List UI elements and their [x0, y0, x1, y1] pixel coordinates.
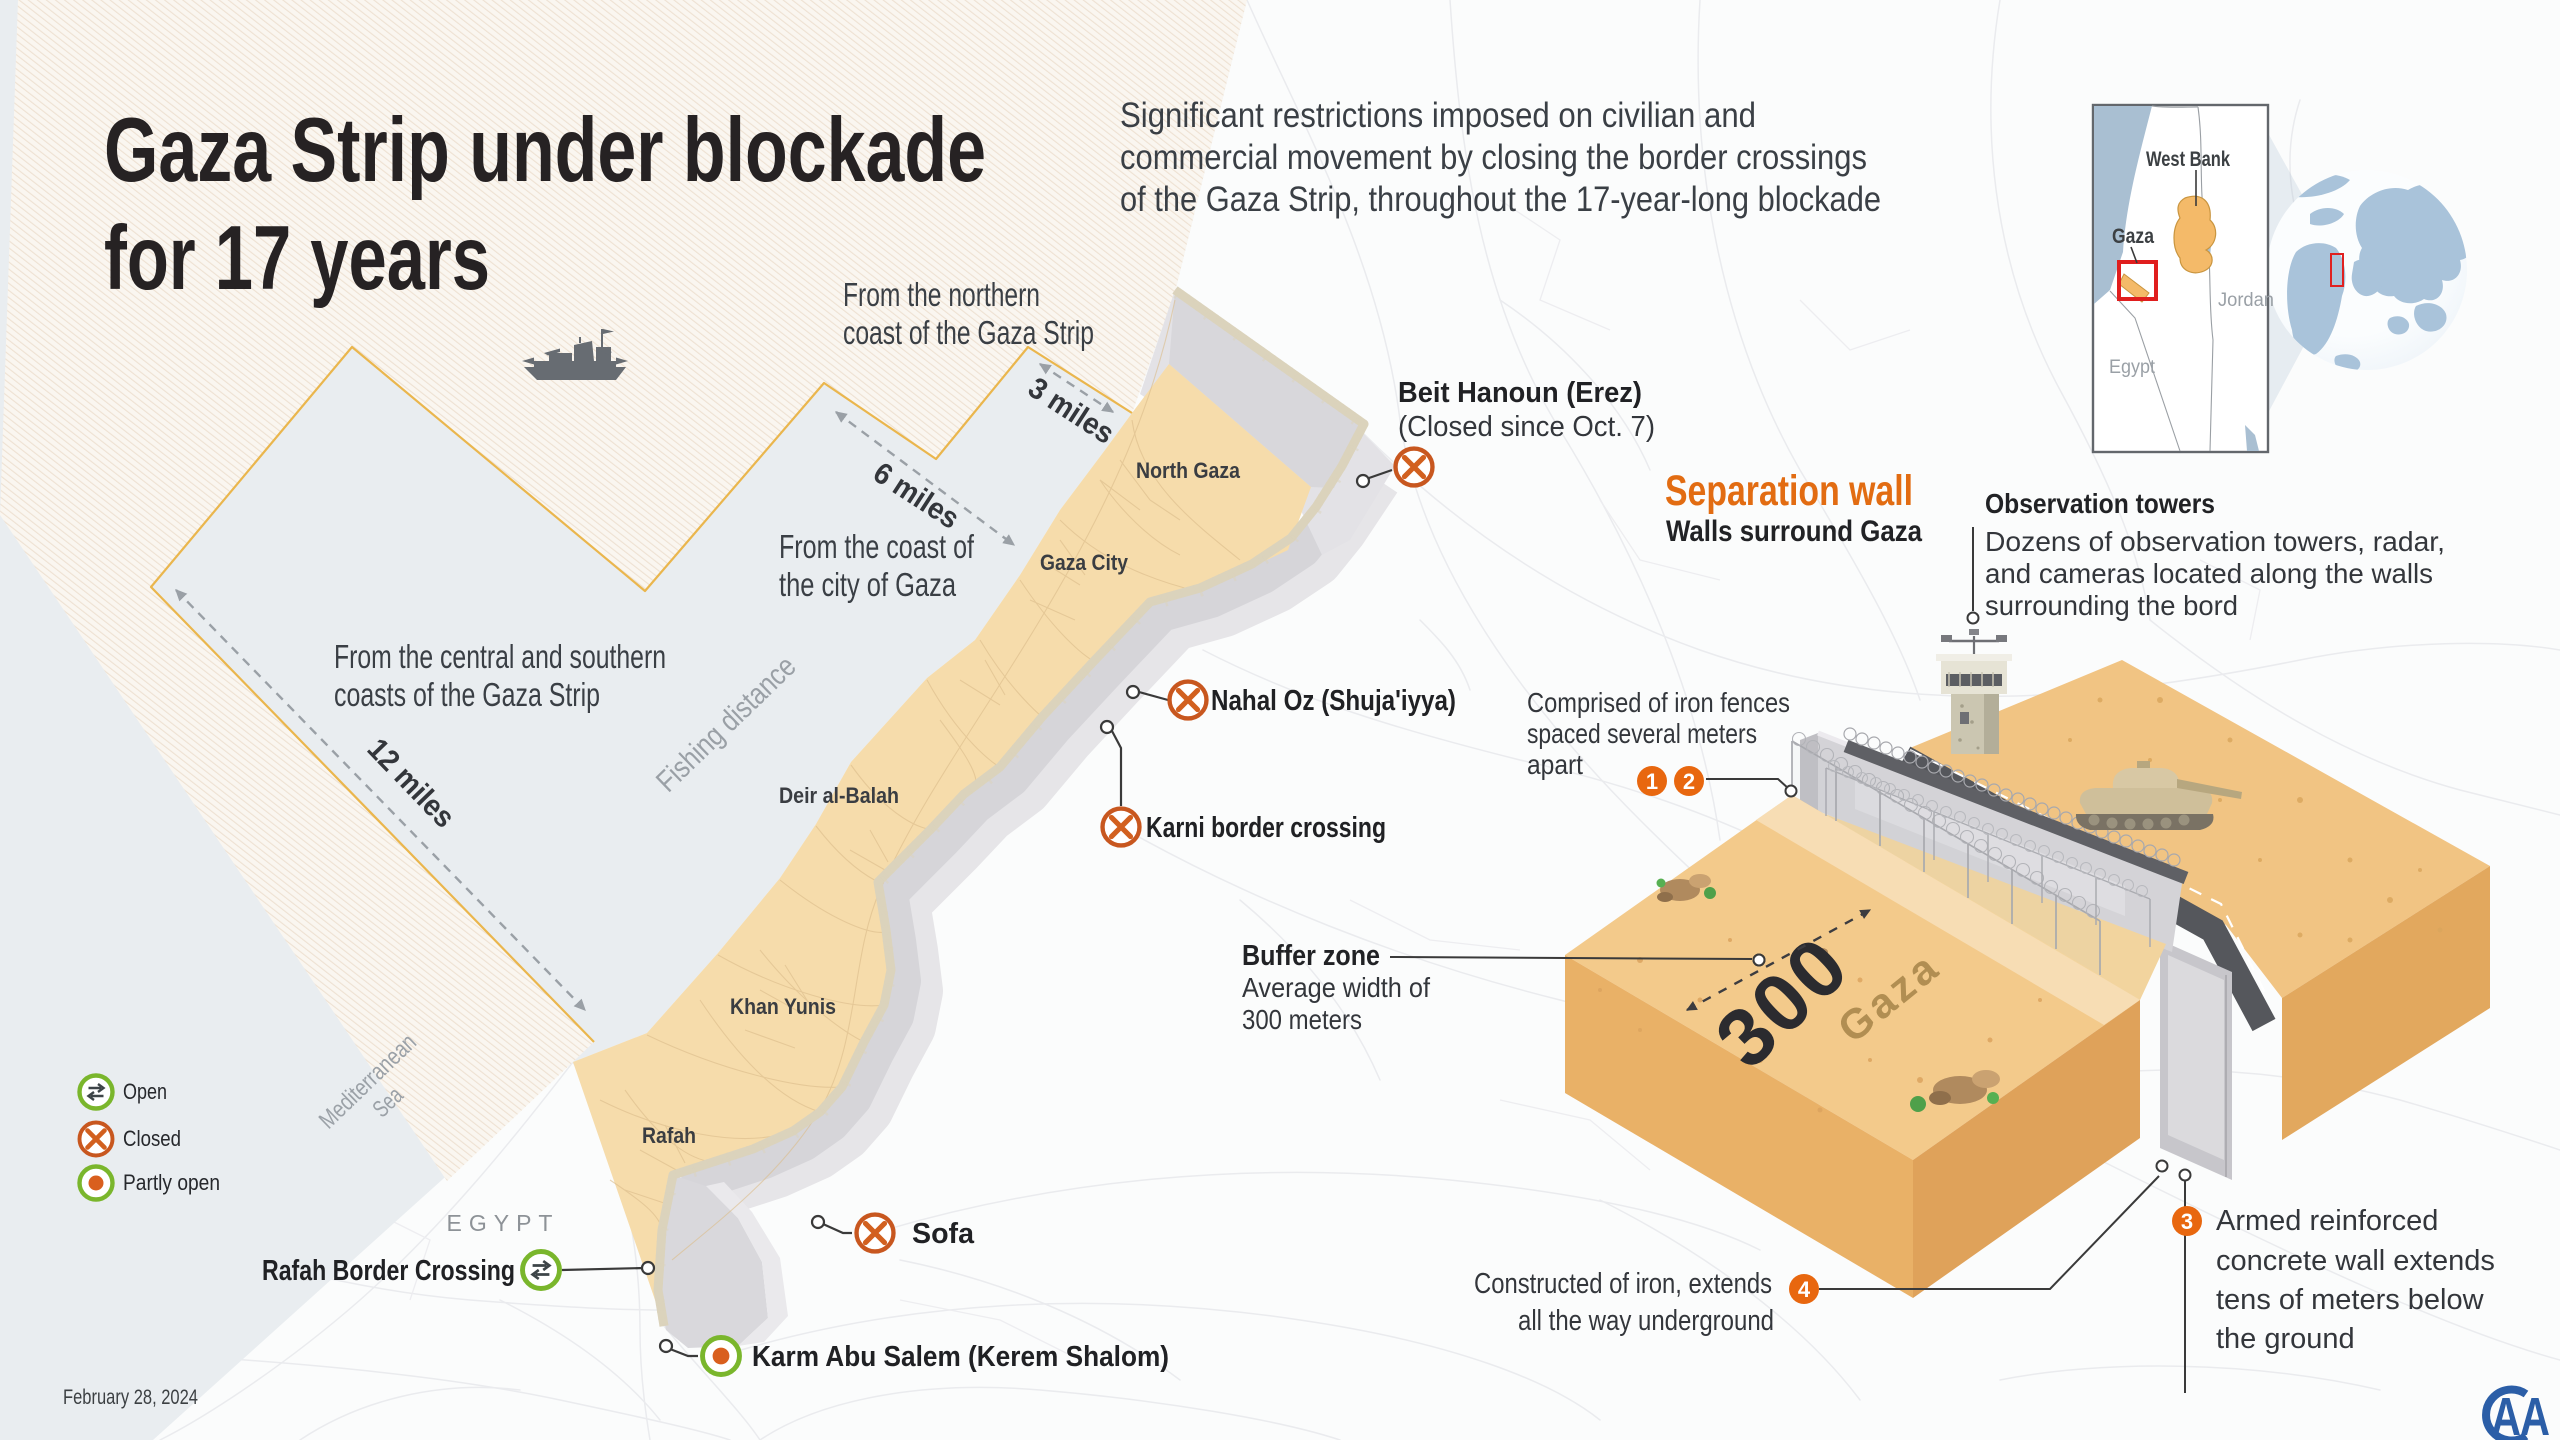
svg-text:4: 4	[1798, 1277, 1811, 1302]
svg-text:Partly open: Partly open	[123, 1170, 220, 1195]
svg-text:and cameras located along the: and cameras located along the walls	[1985, 558, 2433, 589]
svg-text:surrounding the bord: surrounding the bord	[1985, 590, 2238, 621]
svg-text:A: A	[2491, 1387, 2521, 1440]
svg-text:1: 1	[1646, 769, 1658, 794]
svg-text:coasts of the Gaza Strip: coasts of the Gaza Strip	[334, 676, 600, 713]
svg-text:Buffer zone: Buffer zone	[1242, 940, 1380, 972]
svg-text:Nahal Oz (Shuja'iyya): Nahal Oz (Shuja'iyya)	[1211, 685, 1456, 717]
svg-text:Deir al-Balah: Deir al-Balah	[779, 783, 899, 808]
svg-text:Jordan: Jordan	[2218, 290, 2274, 311]
svg-text:Gaza: Gaza	[2112, 225, 2154, 248]
svg-text:West Bank: West Bank	[2146, 148, 2230, 171]
svg-text:Separation wall: Separation wall	[1665, 467, 1913, 515]
svg-text:apart: apart	[1527, 749, 1583, 780]
svg-text:Comprised of iron fences: Comprised of iron fences	[1527, 687, 1790, 718]
svg-text:Beit Hanoun (Erez): Beit Hanoun (Erez)	[1398, 377, 1642, 409]
svg-text:2: 2	[1683, 769, 1695, 794]
svg-text:Constructed of iron, extends: Constructed of iron, extends	[1474, 1268, 1772, 1300]
svg-text:North Gaza: North Gaza	[1136, 458, 1241, 483]
svg-text:Closed: Closed	[123, 1126, 181, 1151]
svg-text:Walls surround Gaza: Walls surround Gaza	[1666, 515, 1922, 548]
svg-text:Egypt: Egypt	[2109, 357, 2156, 378]
svg-text:From the coast of: From the coast of	[779, 528, 975, 565]
svg-text:Open: Open	[123, 1079, 167, 1104]
svg-text:Gaza Strip under blockade: Gaza Strip under blockade	[104, 100, 986, 201]
svg-text:Gaza City: Gaza City	[1040, 550, 1129, 575]
svg-text:EGYPT: EGYPT	[447, 1210, 560, 1236]
svg-text:coast of the Gaza Strip: coast of the Gaza Strip	[843, 314, 1094, 351]
svg-text:concrete wall extends: concrete wall extends	[2216, 1245, 2495, 1277]
svg-text:Significant restrictions impos: Significant restrictions imposed on civi…	[1120, 96, 1756, 135]
svg-text:of the Gaza Strip, throughout: of the Gaza Strip, throughout the 17-yea…	[1120, 180, 1881, 219]
svg-text:tens of meters below: tens of meters below	[2216, 1284, 2485, 1316]
svg-text:Armed reinforced: Armed reinforced	[2216, 1205, 2438, 1237]
svg-text:300 meters: 300 meters	[1242, 1004, 1362, 1035]
svg-text:Karm Abu Salem (Kerem Shalom): Karm Abu Salem (Kerem Shalom)	[752, 1341, 1169, 1373]
svg-text:the city of Gaza: the city of Gaza	[779, 566, 956, 603]
svg-text:for 17 years: for 17 years	[104, 208, 490, 309]
svg-text:From the central and southern: From the central and southern	[334, 638, 666, 675]
svg-text:Dozens of observation towers,: Dozens of observation towers, radar,	[1985, 526, 2445, 557]
svg-text:all the way underground: all the way underground	[1518, 1305, 1774, 1337]
svg-text:From the northern: From the northern	[843, 276, 1040, 313]
svg-text:A: A	[2520, 1387, 2550, 1440]
svg-text:commercial movement by closing: commercial movement by closing the borde…	[1120, 138, 1867, 177]
svg-text:Sofa: Sofa	[912, 1218, 975, 1250]
svg-text:the ground: the ground	[2216, 1323, 2355, 1355]
svg-text:3: 3	[2181, 1209, 2193, 1234]
svg-text:(Closed since Oct. 7): (Closed since Oct. 7)	[1398, 411, 1655, 443]
svg-text:Karni border crossing: Karni border crossing	[1146, 812, 1386, 844]
svg-text:Rafah Border Crossing: Rafah Border Crossing	[262, 1255, 515, 1287]
svg-text:February 28, 2024: February 28, 2024	[63, 1386, 198, 1409]
svg-text:spaced several meters: spaced several meters	[1527, 718, 1757, 749]
svg-text:Average width of: Average width of	[1242, 972, 1430, 1003]
svg-text:Rafah: Rafah	[642, 1123, 696, 1148]
svg-text:Khan Yunis: Khan Yunis	[730, 994, 836, 1019]
svg-text:Observation towers: Observation towers	[1985, 488, 2215, 519]
